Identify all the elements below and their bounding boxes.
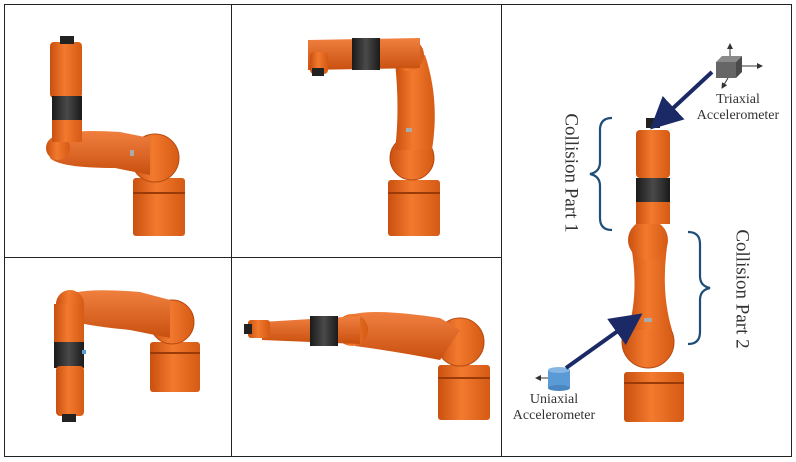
- panel-pose-1: [4, 4, 232, 258]
- uniaxial-accelerometer-icon: [535, 367, 570, 391]
- uniaxial-label: Uniaxial Accelerometer: [506, 392, 602, 424]
- robot-pose-4: [244, 312, 490, 420]
- triaxial-label-line1: Triaxial: [716, 92, 760, 107]
- triaxial-arrow: [650, 70, 714, 130]
- collision-part-2-label: Collision Part 2: [731, 229, 753, 349]
- uniaxial-arrow: [564, 313, 643, 370]
- brace-collision-part-1: [589, 116, 613, 232]
- triaxial-label: Triaxial Accelerometer: [692, 92, 784, 124]
- triaxial-accelerometer-icon: [716, 43, 763, 89]
- collision-part-1-label: Collision Part 1: [560, 113, 582, 233]
- robot-pose-1: [46, 36, 185, 236]
- triaxial-label-line2: Accelerometer: [696, 108, 780, 124]
- robot-pose-3: [54, 290, 200, 422]
- uniaxial-label-line2: Accelerometer: [512, 408, 596, 424]
- robot-pose-2: [308, 38, 440, 236]
- robot-collision-setup: [621, 118, 684, 422]
- brace-collision-part-2: [687, 230, 711, 346]
- uniaxial-label-line1: Uniaxial: [529, 392, 579, 407]
